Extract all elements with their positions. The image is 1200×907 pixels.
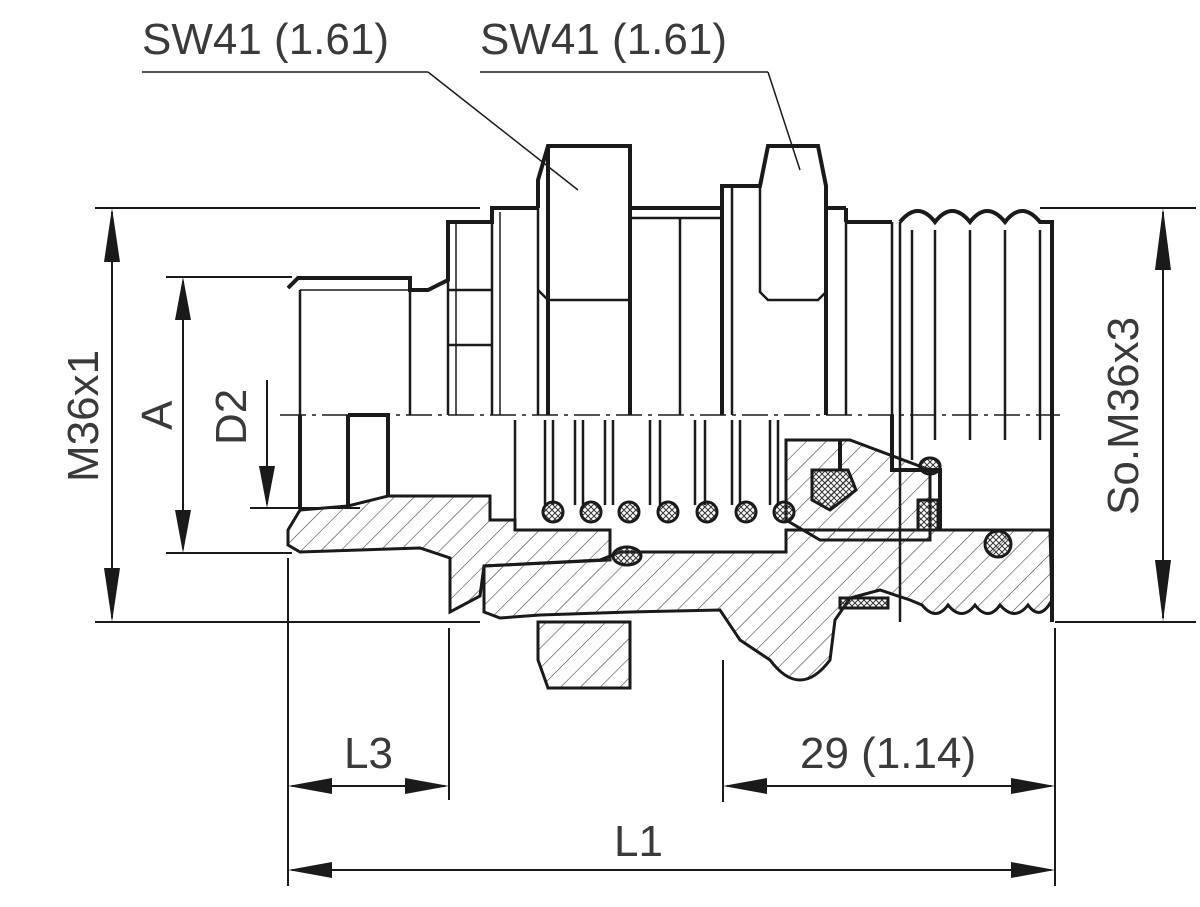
coupling-body	[280, 144, 1060, 690]
svg-text:D2: D2	[207, 389, 256, 445]
dimension-a: A	[133, 276, 292, 554]
dimension-l3: L3	[287, 558, 450, 886]
svg-text:L1: L1	[614, 817, 663, 866]
svg-text:So.M36x3: So.M36x3	[1099, 317, 1148, 515]
svg-text:SW41 (1.61): SW41 (1.61)	[142, 15, 389, 64]
svg-text:L3: L3	[344, 729, 393, 778]
dimension-d2: D2	[207, 380, 360, 509]
dimension-29: 29 (1.14)	[722, 628, 1056, 886]
dimension-l1: L1	[288, 817, 1055, 878]
hex-size-label-right: SW41 (1.61)	[480, 15, 801, 171]
svg-text:SW41 (1.61): SW41 (1.61)	[480, 15, 727, 64]
svg-text:29 (1.14): 29 (1.14)	[800, 729, 976, 778]
thread-dimension-m36x1: M36x1	[59, 207, 480, 623]
svg-text:A: A	[133, 400, 182, 430]
svg-text:M36x1: M36x1	[59, 350, 108, 482]
hex-size-label-left: SW41 (1.61)	[142, 15, 579, 191]
thread-dimension-so-m36x3: So.M36x3	[1040, 207, 1196, 623]
